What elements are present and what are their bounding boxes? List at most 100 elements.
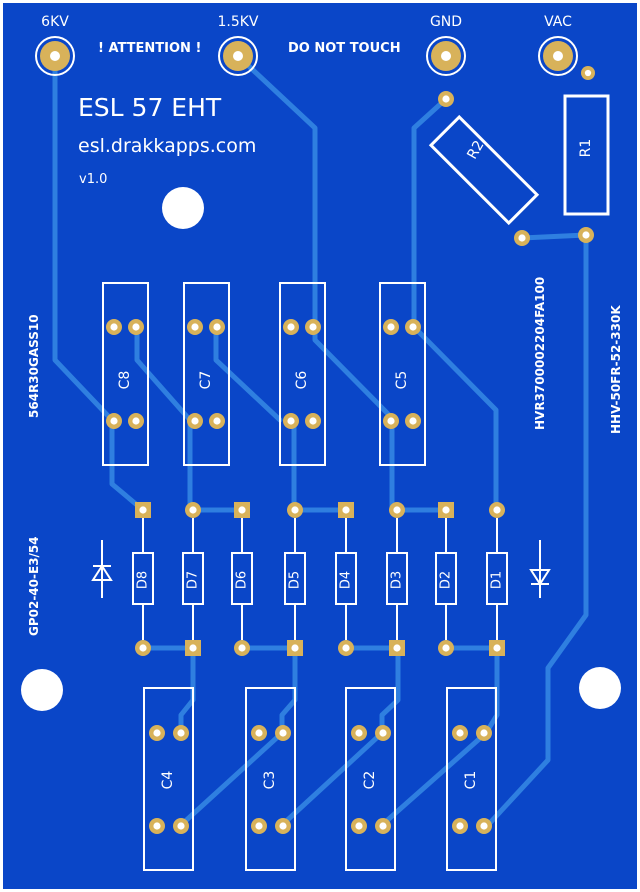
pad-drill-hole [191,417,199,425]
pad-drill-hole [309,323,317,331]
diode-d7: D7 [182,502,204,656]
diode-d8: D8 [132,502,154,656]
capacitor-body [102,282,149,466]
terminal-label: 1.5KV [217,14,258,30]
pad-drill-hole [393,644,401,652]
pad-drill-hole [238,506,246,514]
capacitor-body [183,282,230,466]
warning-do-not-touch: DO NOT TOUCH [288,41,401,56]
capacitor-body [279,282,326,466]
diode-body [486,552,508,605]
diode-label: D6 [235,571,250,589]
diode-d5: D5 [284,502,306,656]
pad-drill-hole [409,323,417,331]
trace-c8-c7 [134,324,193,423]
capacitor-body [446,687,497,871]
pad-drill-hole [409,417,417,425]
trace-r1-c1 [485,232,589,828]
pad-drill-hole [213,417,221,425]
capacitor-body [143,687,194,871]
pad-drill-hole [355,822,363,830]
trace-d5-c3 [279,645,298,736]
capacitor-label: C4 [160,771,176,790]
capacitor-label: C6 [294,371,310,390]
diode-label: D2 [439,571,454,589]
pad-drill-hole [191,323,199,331]
capacitor-label: C5 [394,371,410,390]
pad-drill-hole [493,506,501,514]
terminal-hole [441,51,451,61]
terminal-hole [553,51,563,61]
trace-c2-c1 [379,730,489,828]
mounting-holes [21,187,621,711]
pad-drill-hole [238,644,246,652]
pad-drill-hole [442,95,450,103]
terminal-label: GND [430,14,462,30]
diode-direction-symbol-left [91,540,113,598]
capacitor-label: C2 [362,771,378,790]
diode-label: D7 [186,571,201,589]
r2-part-number: HVR3700002204FA100 [533,277,547,430]
pad-drill-hole [132,323,140,331]
pad-drill-hole [139,644,147,652]
board-title: ESL 57 EHT [78,93,222,122]
pad-drill-hole [387,417,395,425]
pad-drill-hole [177,822,185,830]
diode-d2: D2 [435,502,457,656]
diode-d1: D1 [486,502,508,656]
capacitor-part-number: 564R30GASS10 [27,314,41,418]
pad-drill-hole [493,644,501,652]
diode-part-number: GP02-40-E3/54 [27,536,41,636]
terminal-hole [233,51,243,61]
diode-d4: D4 [335,502,357,656]
pad-drill-hole [153,822,161,830]
terminal-outline [218,36,258,76]
terminal-outline [538,36,578,76]
trace-d7-c4 [178,645,196,736]
capacitor-c1: C1 [446,687,497,871]
diode-body [435,552,457,605]
diode-direction-symbol-right [529,540,551,598]
pad-drill-hole [342,506,350,514]
trace-c7-c6 [213,324,283,423]
board-version: v1.0 [79,172,107,187]
pad-drill-hole [132,417,140,425]
board-url: esl.drakkapps.com [78,135,256,157]
capacitor-body [345,687,396,871]
terminal-1-5kv: 1.5KV [217,14,259,76]
capacitor-body [245,687,296,871]
pad-drill-hole [442,644,450,652]
pad-drill-hole [379,729,387,737]
pad-drill-hole [442,506,450,514]
diode-d3: D3 [386,502,408,656]
capacitor-body [379,282,426,466]
diode-label: D5 [288,571,303,589]
pad-drill-hole [110,417,118,425]
pad-drill-hole [177,729,185,737]
pad-drill-hole [153,729,161,737]
capacitor-c6: C6 [279,282,326,466]
capacitor-c7: C7 [183,282,230,466]
mounting-hole [162,187,204,229]
capacitor-label: C3 [262,771,278,790]
trace-gnd-d1 [411,324,499,513]
capacitor-c8: C8 [102,282,149,466]
pad-drill-hole [379,822,387,830]
pad-drill-hole [279,822,287,830]
trace-c8-d8 [109,417,146,513]
diode-body [231,552,253,605]
capacitor-label: C8 [117,371,133,390]
trace-gnd [411,96,449,330]
pad-drill-hole [456,822,464,830]
trace-r2-r1 [519,232,589,241]
r1-part-number: HHV-50FR-52-330K [609,305,623,434]
pad-drill-hole [139,506,147,514]
terminal-outline [426,36,466,76]
diode-label: D1 [490,571,505,589]
diode-label: D8 [136,571,151,589]
pad-drill-hole [213,323,221,331]
capacitor-c3: C3 [245,687,296,871]
diode-body [335,552,357,605]
pad-drill-hole [110,323,118,331]
